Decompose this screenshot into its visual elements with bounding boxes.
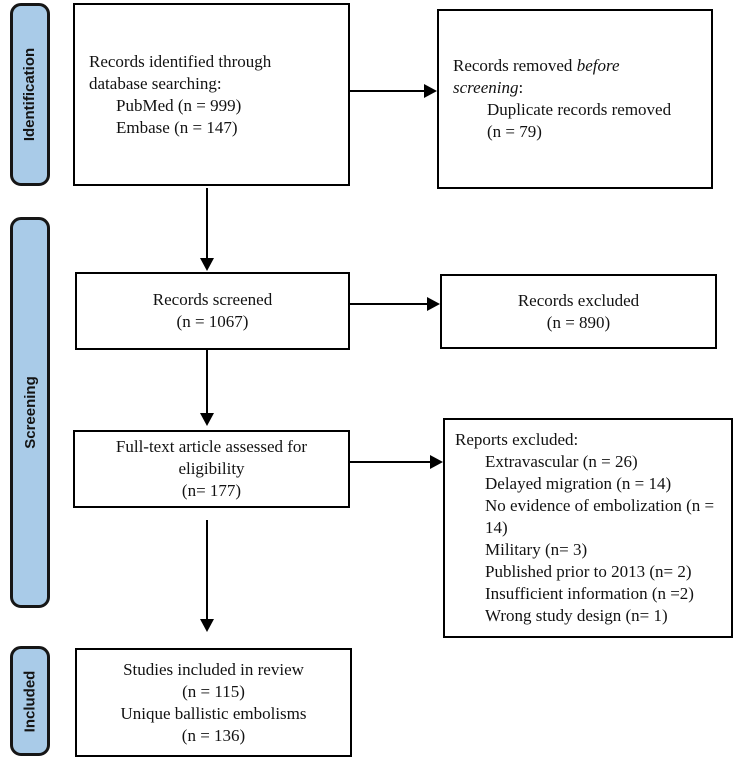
box-full-text: Full-text article assessed for eligibili… bbox=[73, 430, 350, 508]
box-records-screened: Records screened (n = 1067) bbox=[75, 272, 350, 350]
reports-excluded-item: Military (n= 3) bbox=[485, 540, 588, 559]
records-removed-line2-italic: screening bbox=[453, 78, 519, 97]
reports-excluded-title: Reports excluded: bbox=[455, 430, 579, 449]
arrow-identified-to-screened-head bbox=[200, 258, 214, 271]
records-removed-line1-italic: before bbox=[576, 56, 620, 75]
arrow-fulltext-to-included-line bbox=[206, 520, 208, 620]
arrow-fulltext-to-reports-line bbox=[350, 461, 430, 463]
records-identified-line2: database searching: bbox=[89, 73, 222, 93]
reports-excluded-item: Published prior to 2013 (n= 2) bbox=[485, 562, 692, 581]
studies-included-line2: (n = 115) bbox=[182, 681, 245, 701]
arrow-fulltext-to-reports-head bbox=[430, 455, 443, 469]
records-identified-embase: Embase (n = 147) bbox=[116, 117, 238, 137]
stage-identification: Identification bbox=[10, 3, 50, 186]
records-removed-count: (n = 79) bbox=[487, 122, 542, 141]
full-text-line2: eligibility bbox=[178, 459, 245, 478]
arrow-screened-to-fulltext-head bbox=[200, 413, 214, 426]
box-records-removed: Records removed before screening: Duplic… bbox=[437, 9, 713, 189]
box-records-identified: Records identified through database sear… bbox=[73, 3, 350, 186]
box-studies-included: Studies included in review (n = 115) Uni… bbox=[75, 648, 352, 757]
records-screened-line2: (n = 1067) bbox=[176, 312, 249, 331]
box-records-excluded: Records excluded (n = 890) bbox=[440, 274, 717, 349]
records-identified-line1: Records identified through bbox=[89, 51, 272, 71]
arrow-identified-to-removed-head bbox=[424, 84, 437, 98]
records-screened-line1: Records screened bbox=[152, 290, 273, 309]
arrow-screened-to-excluded-head bbox=[427, 297, 440, 311]
full-text-line3: (n= 177) bbox=[181, 481, 242, 500]
reports-excluded-item: Insufficient information (n =2) bbox=[485, 584, 694, 603]
records-excluded-line1: Records excluded bbox=[517, 290, 640, 310]
arrow-fulltext-to-included-head bbox=[200, 619, 214, 632]
records-removed-line1-regular: Records removed bbox=[453, 56, 577, 75]
stage-screening: Screening bbox=[10, 217, 50, 608]
full-text-line1: Full-text article assessed for bbox=[115, 437, 308, 456]
studies-included-line4: (n = 136) bbox=[181, 725, 246, 745]
reports-excluded-item: Delayed migration (n = 14) bbox=[485, 474, 672, 493]
stage-included: Included bbox=[10, 646, 50, 756]
records-removed-line2-regular: : bbox=[518, 78, 524, 97]
box-reports-excluded: Reports excluded: Extravascular (n = 26)… bbox=[443, 418, 733, 638]
records-removed-duplicates: Duplicate records removed bbox=[487, 100, 672, 119]
reports-excluded-item: No evidence of embolization (n = 14) bbox=[485, 496, 715, 537]
reports-excluded-item: Extravascular (n = 26) bbox=[485, 452, 638, 471]
reports-excluded-item: Wrong study design (n= 1) bbox=[485, 606, 668, 625]
arrow-screened-to-fulltext-line bbox=[206, 350, 208, 415]
stage-identification-label: Identification bbox=[21, 47, 39, 142]
arrow-identified-to-screened-line bbox=[206, 188, 208, 260]
arrow-identified-to-removed-line bbox=[350, 90, 425, 92]
studies-included-line3: Unique ballistic embolisms bbox=[120, 703, 307, 723]
stage-screening-label: Screening bbox=[21, 376, 39, 449]
arrow-screened-to-excluded-line bbox=[350, 303, 427, 305]
stage-included-label: Included bbox=[21, 670, 39, 732]
records-removed-line1: Records removed before bbox=[453, 55, 707, 77]
studies-included-line1: Studies included in review bbox=[123, 659, 304, 679]
records-excluded-line2: (n = 890) bbox=[546, 312, 611, 332]
records-identified-pubmed: PubMed (n = 999) bbox=[116, 95, 242, 115]
records-removed-line2: screening: bbox=[453, 77, 707, 99]
